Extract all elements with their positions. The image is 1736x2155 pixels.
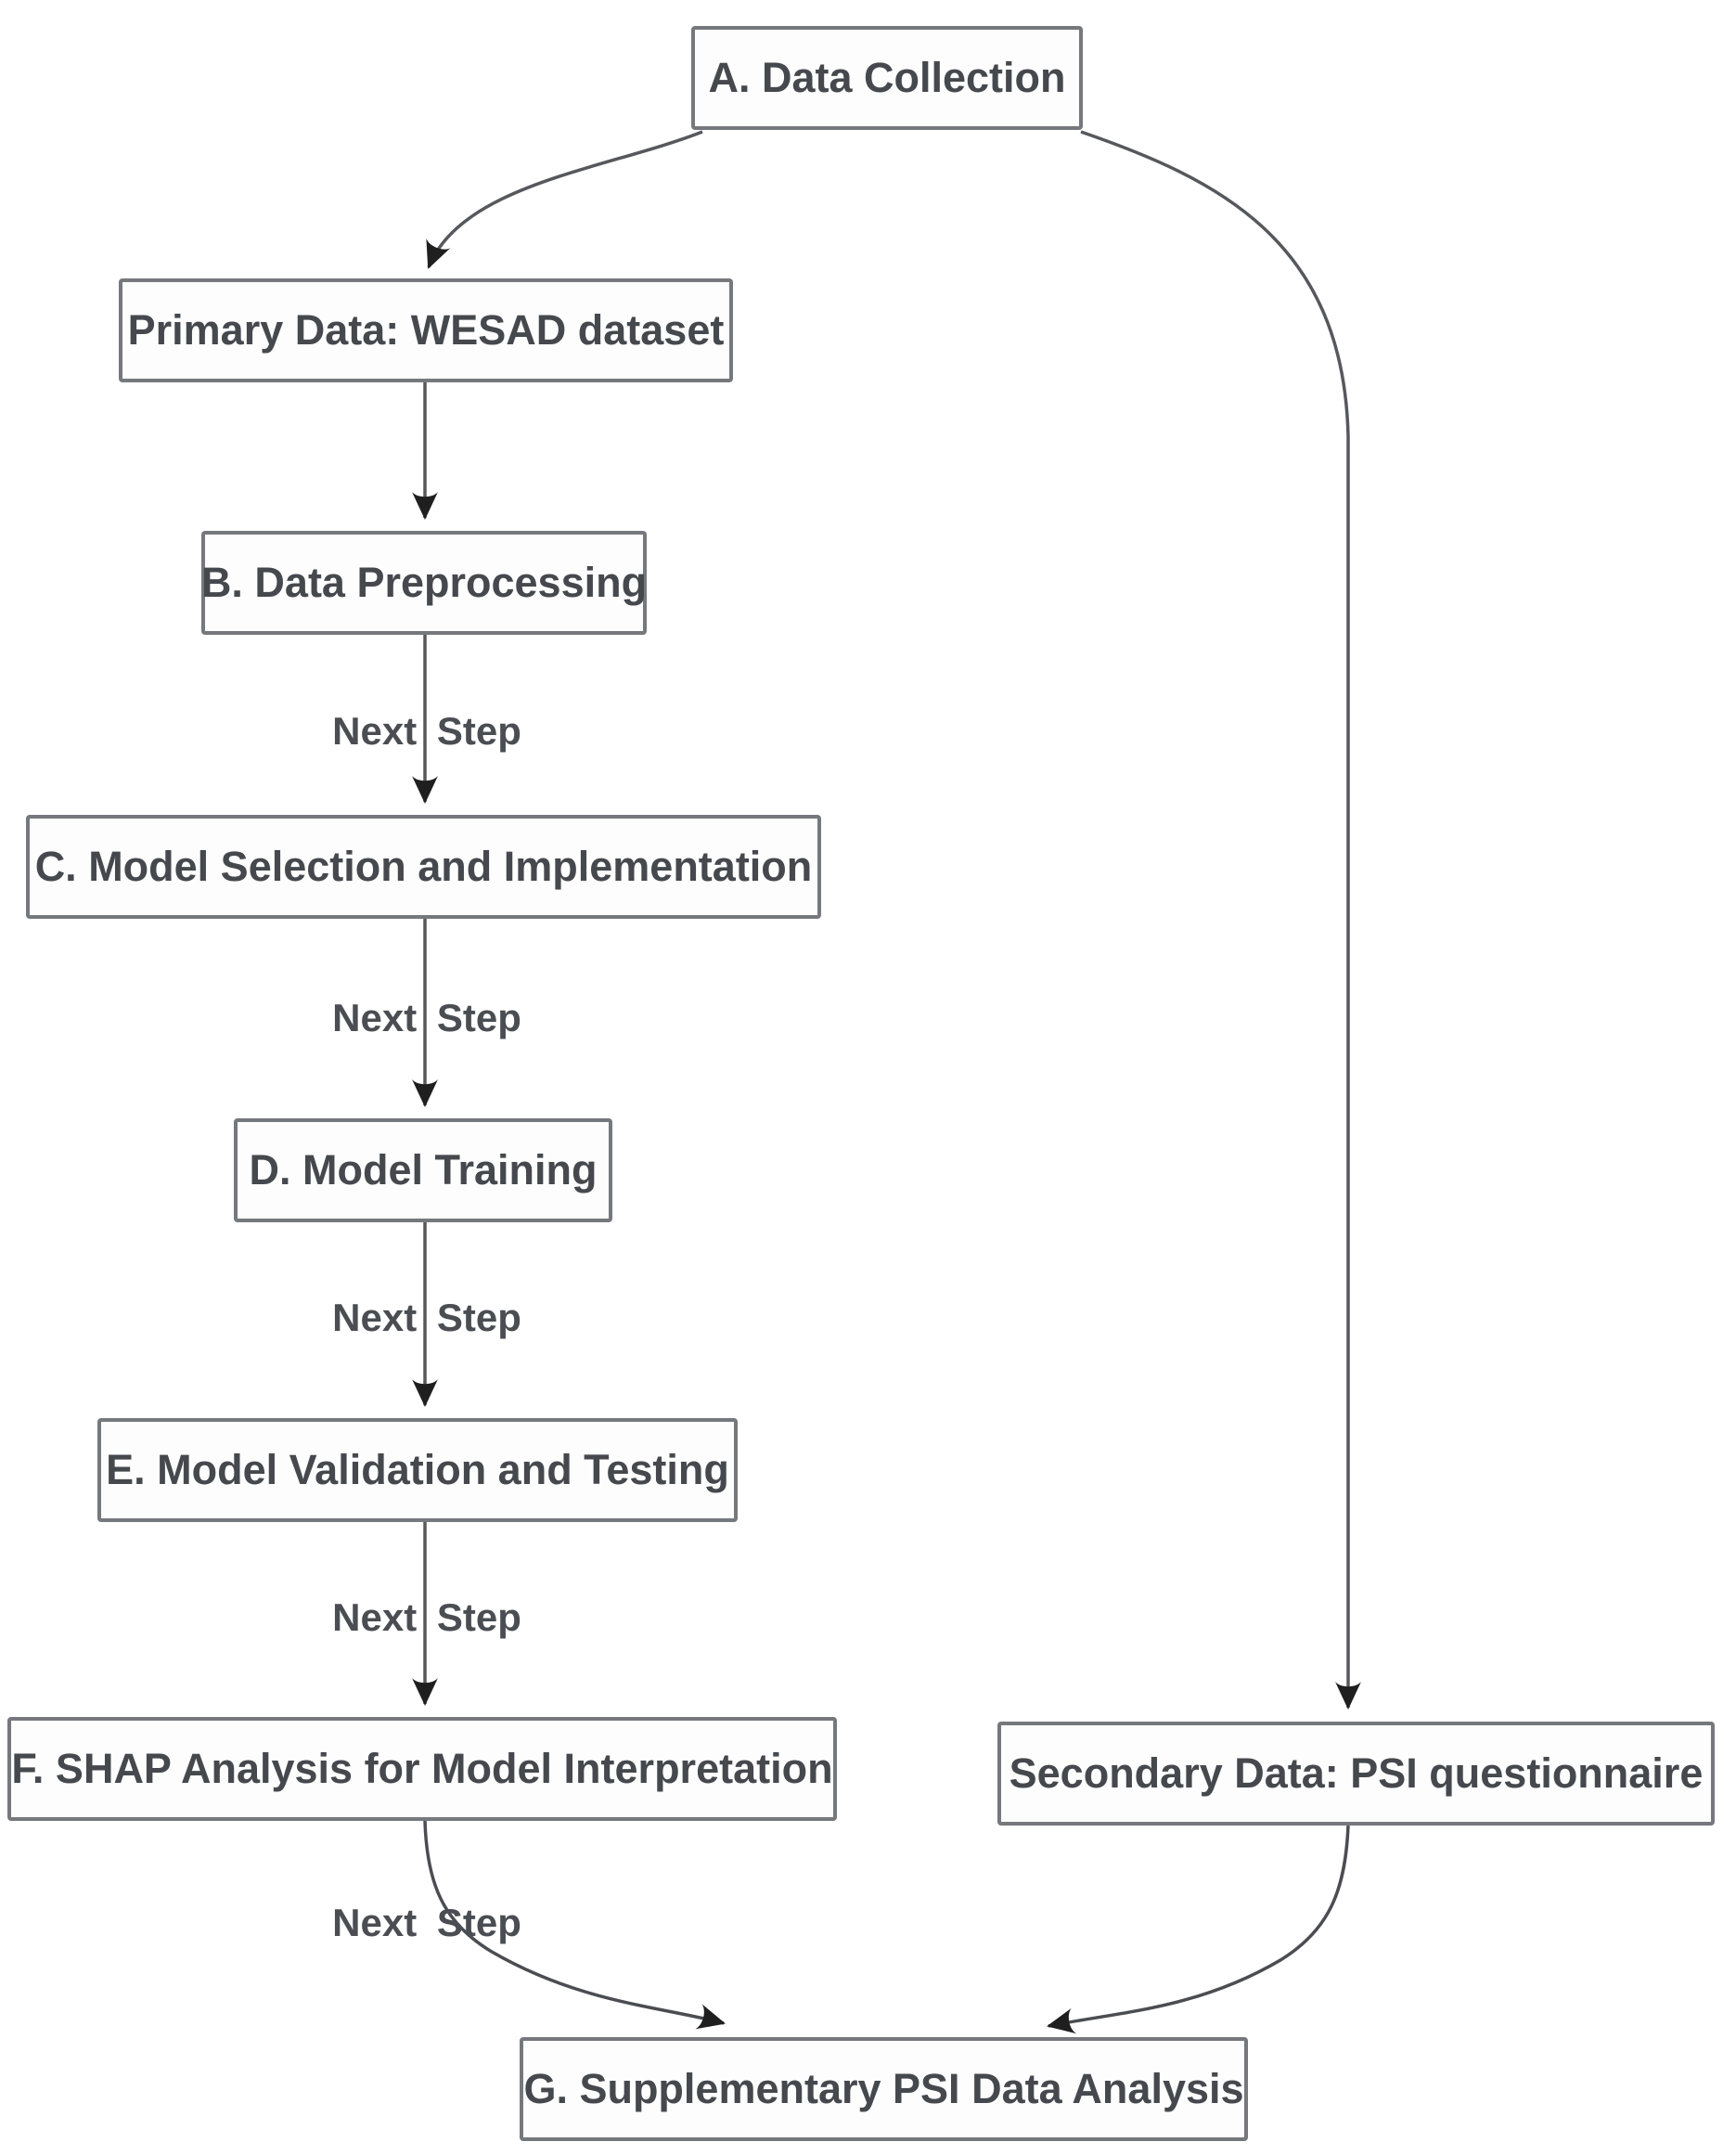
node-secondary-data: Secondary Data: PSI questionnaire	[997, 1722, 1715, 1826]
edge-label-next-step: Next Step	[332, 1901, 521, 1944]
edge-label-next-step: Next Step	[332, 709, 521, 753]
edge-f-to-g	[423, 1820, 726, 2030]
edge-a-to-secondary	[1080, 130, 1361, 1710]
node-model-validation: E. Model Validation and Testing	[97, 1418, 738, 1522]
node-shap-analysis: F. SHAP Analysis for Model Interpretatio…	[7, 1717, 837, 1821]
edge-label-next-step: Next Step	[332, 1595, 521, 1639]
node-data-preprocessing: B. Data Preprocessing	[201, 531, 647, 635]
node-primary-data: Primary Data: WESAD dataset	[119, 278, 733, 382]
node-model-selection: C. Model Selection and Implementation	[26, 815, 821, 919]
node-model-training: D. Model Training	[234, 1118, 612, 1222]
edge-label-next-step: Next Step	[332, 1296, 521, 1339]
node-psi-data-analysis: G. Supplementary PSI Data Analysis	[520, 2037, 1248, 2141]
edge-a-to-primary	[426, 130, 703, 269]
edge-secondary-to-g	[1047, 1825, 1350, 2034]
node-data-collection: A. Data Collection	[691, 26, 1083, 130]
edge-label-next-step: Next Step	[332, 996, 521, 1039]
